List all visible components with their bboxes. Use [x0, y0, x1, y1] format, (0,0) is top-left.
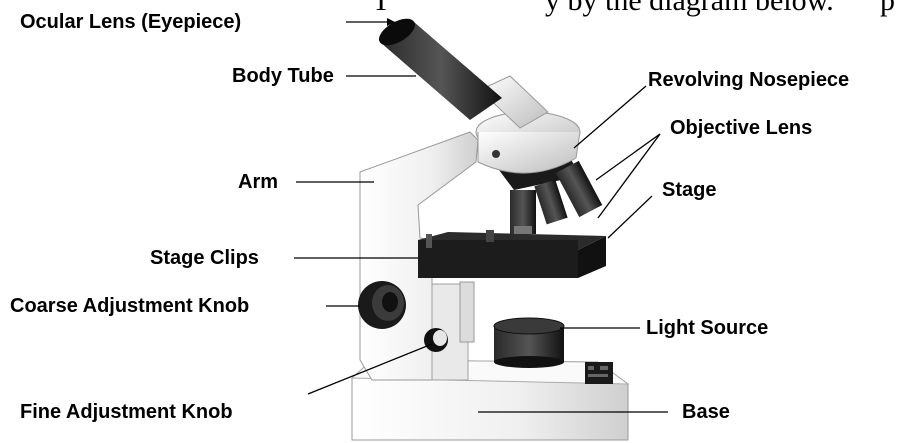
- label-revolving-nosepiece: Revolving Nosepiece: [648, 70, 849, 90]
- leader-stage: [608, 196, 652, 238]
- label-coarse-knob: Coarse Adjustment Knob: [10, 296, 249, 316]
- label-base: Base: [682, 402, 730, 422]
- leader-lines: [294, 18, 668, 412]
- label-ocular-lens: Ocular Lens (Eyepiece): [20, 12, 241, 32]
- label-stage: Stage: [662, 180, 716, 200]
- leader-nosepiece: [574, 86, 646, 148]
- body-tube: [375, 13, 502, 120]
- label-body-tube: Body Tube: [232, 66, 334, 86]
- microscope-stage: [418, 230, 606, 278]
- leader-objective-1: [596, 134, 660, 180]
- coarse-knob-illustration: [358, 281, 406, 329]
- light-source: [494, 318, 564, 368]
- fine-knob-illustration: [424, 328, 448, 352]
- label-arm: Arm: [238, 172, 278, 192]
- label-light-source: Light Source: [646, 318, 768, 338]
- label-fine-knob: Fine Adjustment Knob: [20, 402, 233, 422]
- label-stage-clips: Stage Clips: [150, 248, 259, 268]
- leader-objective-2: [598, 134, 660, 218]
- label-objective-lens: Objective Lens: [670, 118, 812, 138]
